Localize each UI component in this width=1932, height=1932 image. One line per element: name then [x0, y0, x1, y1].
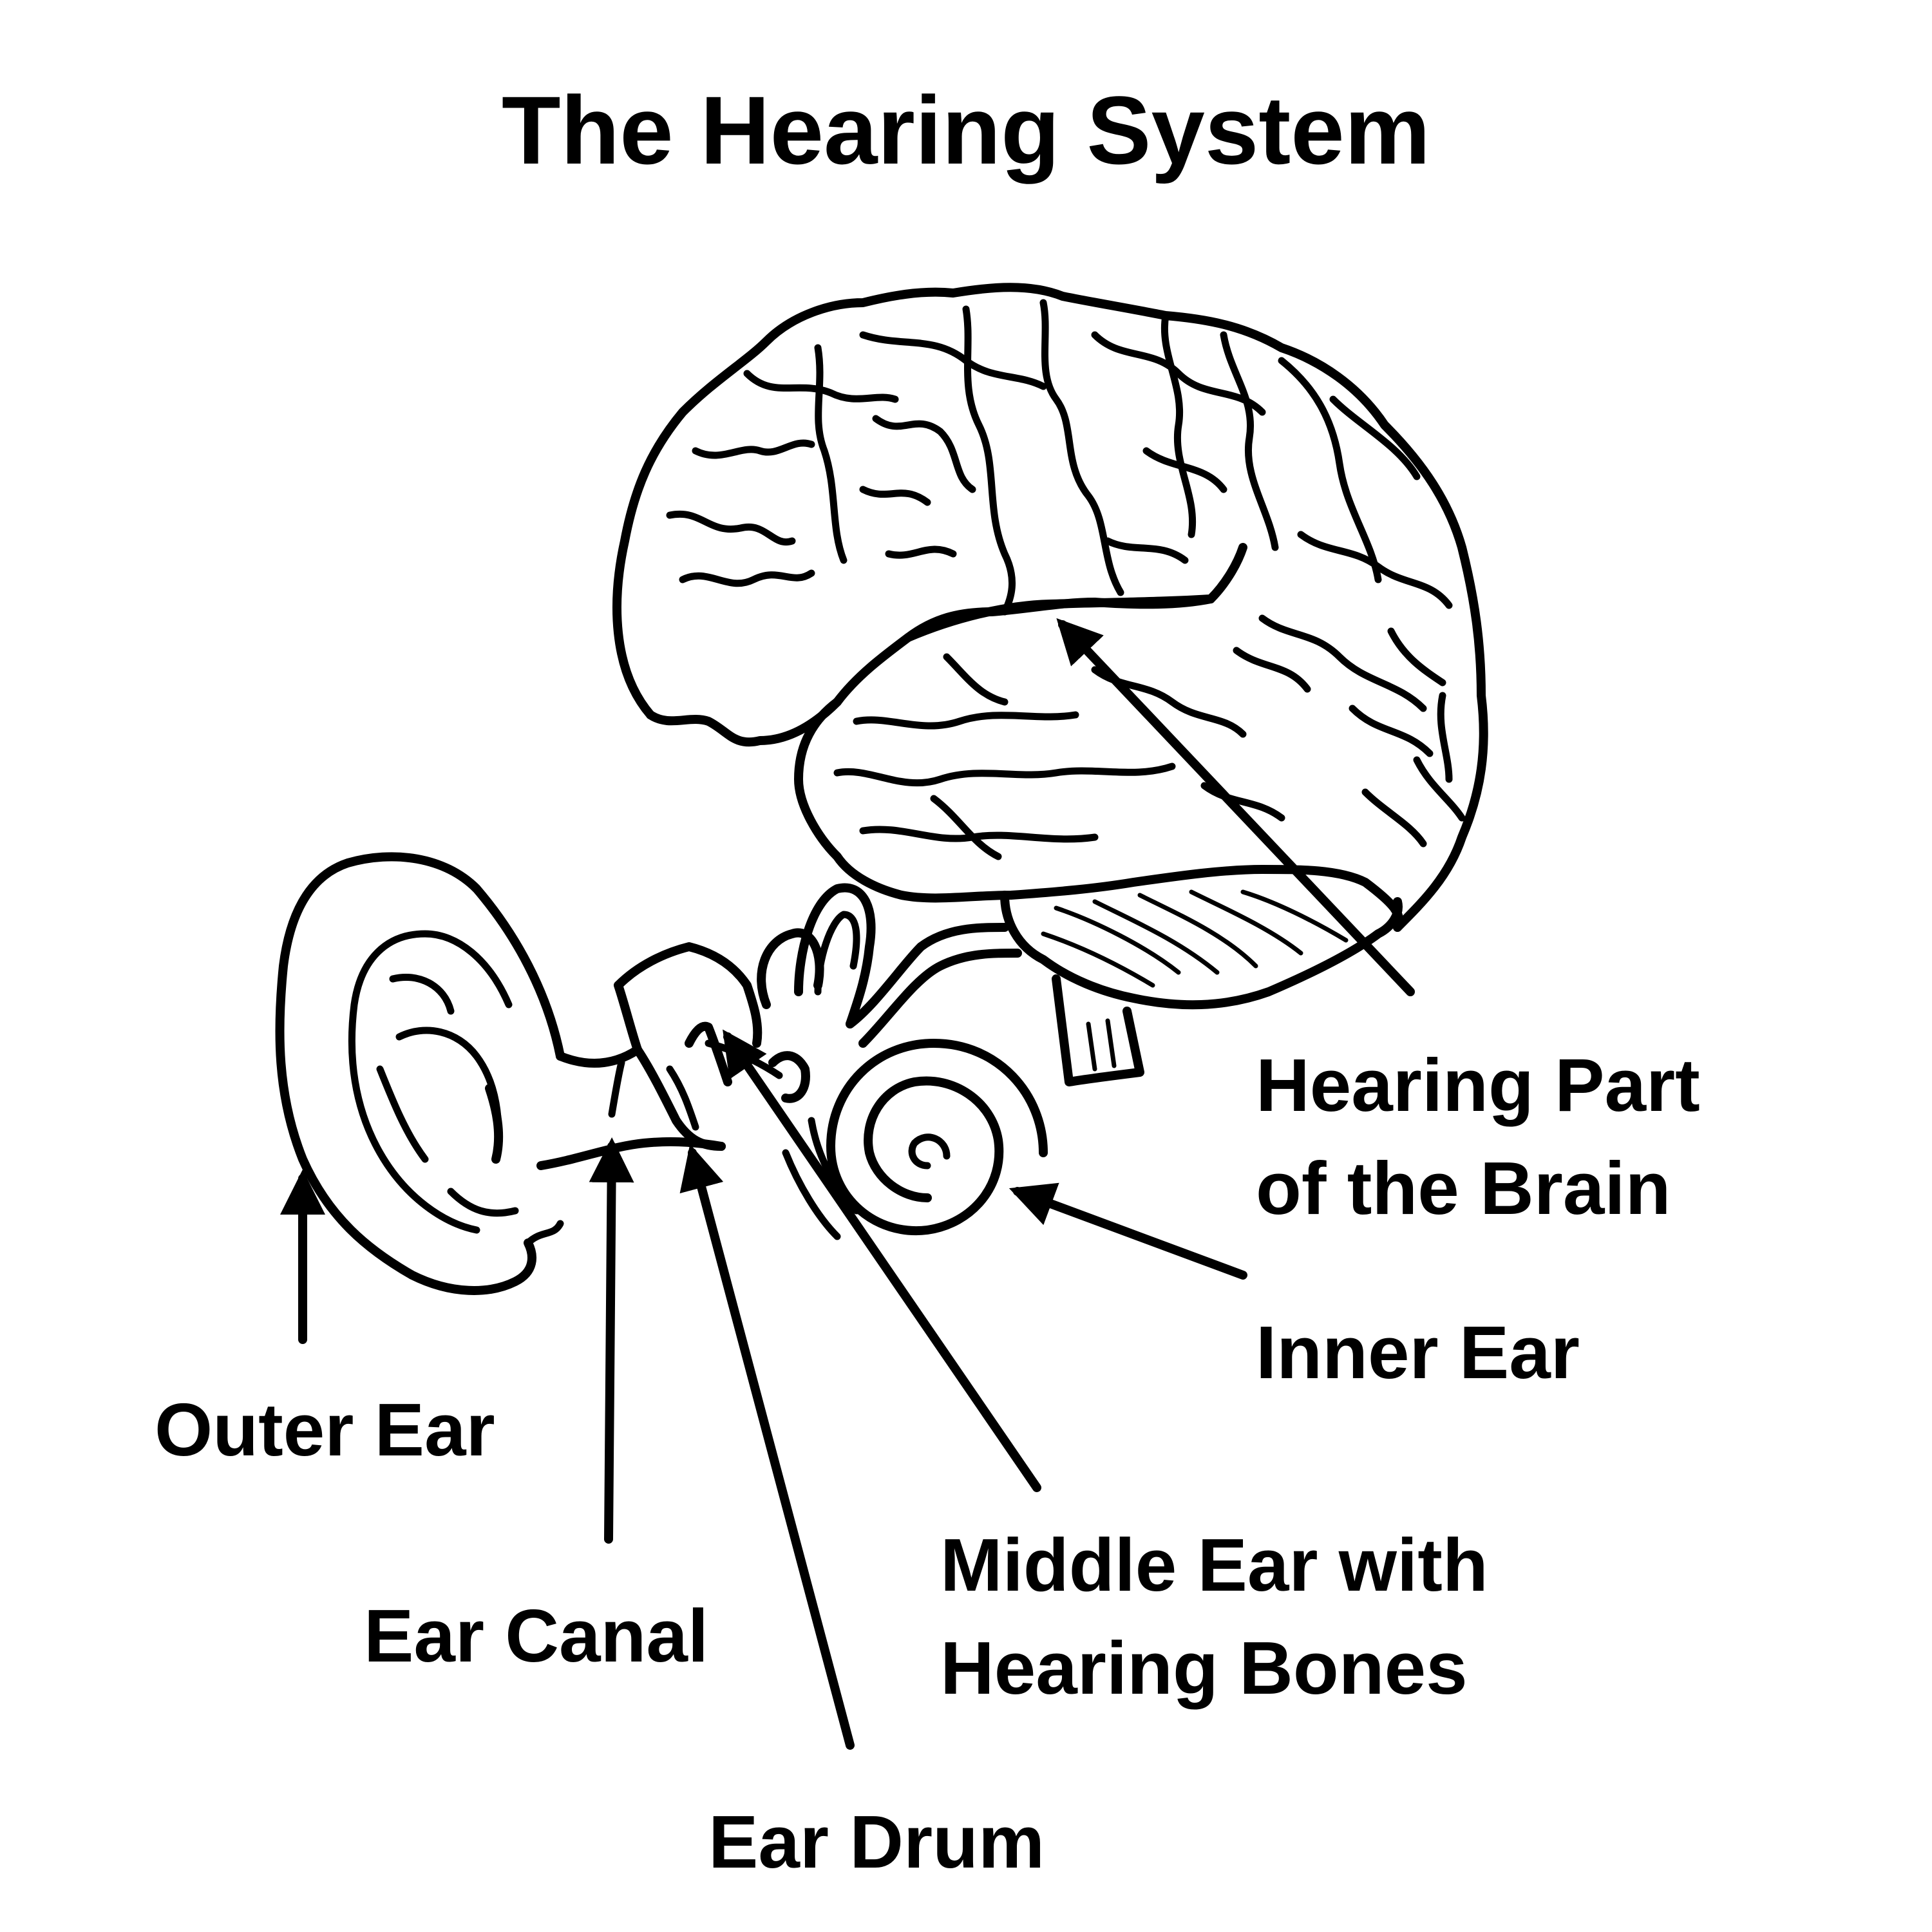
pointer-ear-canal — [589, 1137, 634, 1544]
diagram-title: The Hearing System — [501, 76, 1431, 184]
pointer-middle-ear — [723, 1029, 1041, 1492]
label-middle-ear: Middle Ear with Hearing Bones — [940, 1513, 1488, 1719]
label-hearing-part-of-brain: Hearing Part of the Brain — [1256, 1034, 1700, 1240]
pointer-ear-drum — [679, 1144, 855, 1750]
pointer-brain — [1056, 618, 1415, 996]
label-middle-ear-line2: Hearing Bones — [940, 1626, 1468, 1710]
label-brain-line2: of the Brain — [1256, 1146, 1671, 1230]
label-ear-canal: Ear Canal — [364, 1594, 709, 1678]
middle-inner-ear-illustration — [614, 883, 1048, 1240]
label-brain-line1: Hearing Part — [1256, 1043, 1700, 1127]
label-ear-drum: Ear Drum — [708, 1800, 1045, 1884]
label-pointers — [280, 618, 1415, 1750]
pointer-inner-ear — [1009, 1182, 1247, 1280]
label-middle-ear-line1: Middle Ear with — [940, 1523, 1488, 1607]
label-inner-ear: Inner Ear — [1256, 1311, 1580, 1394]
label-outer-ear: Outer Ear — [155, 1388, 495, 1472]
brain-illustration — [612, 283, 1488, 1086]
